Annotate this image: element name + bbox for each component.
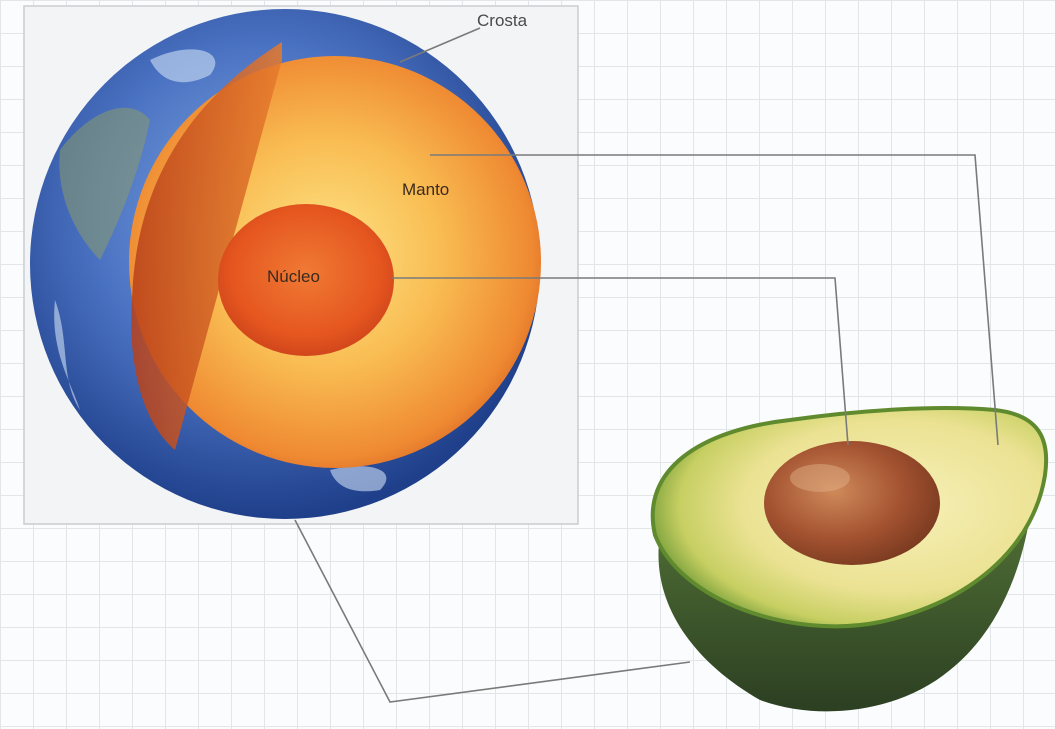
label-mantle: Manto	[402, 180, 449, 199]
connector-crust-label	[399, 27, 481, 63]
continent-shape	[59, 107, 151, 261]
avocado-skin	[658, 470, 1035, 712]
connector-lines	[294, 27, 999, 703]
avocado-half	[650, 406, 1049, 712]
label-core: Núcleo	[267, 267, 320, 286]
connector-crust-skin	[294, 519, 691, 703]
earth-cross-section	[30, 9, 541, 519]
avocado-seed	[764, 441, 940, 565]
earth-core	[218, 204, 394, 356]
connector-core-seed	[392, 277, 849, 446]
label-crust: Crosta	[477, 11, 528, 30]
earth-cut-face	[131, 42, 282, 450]
connector-mantle-flesh	[430, 154, 999, 446]
avocado-seed-highlight	[790, 464, 850, 492]
